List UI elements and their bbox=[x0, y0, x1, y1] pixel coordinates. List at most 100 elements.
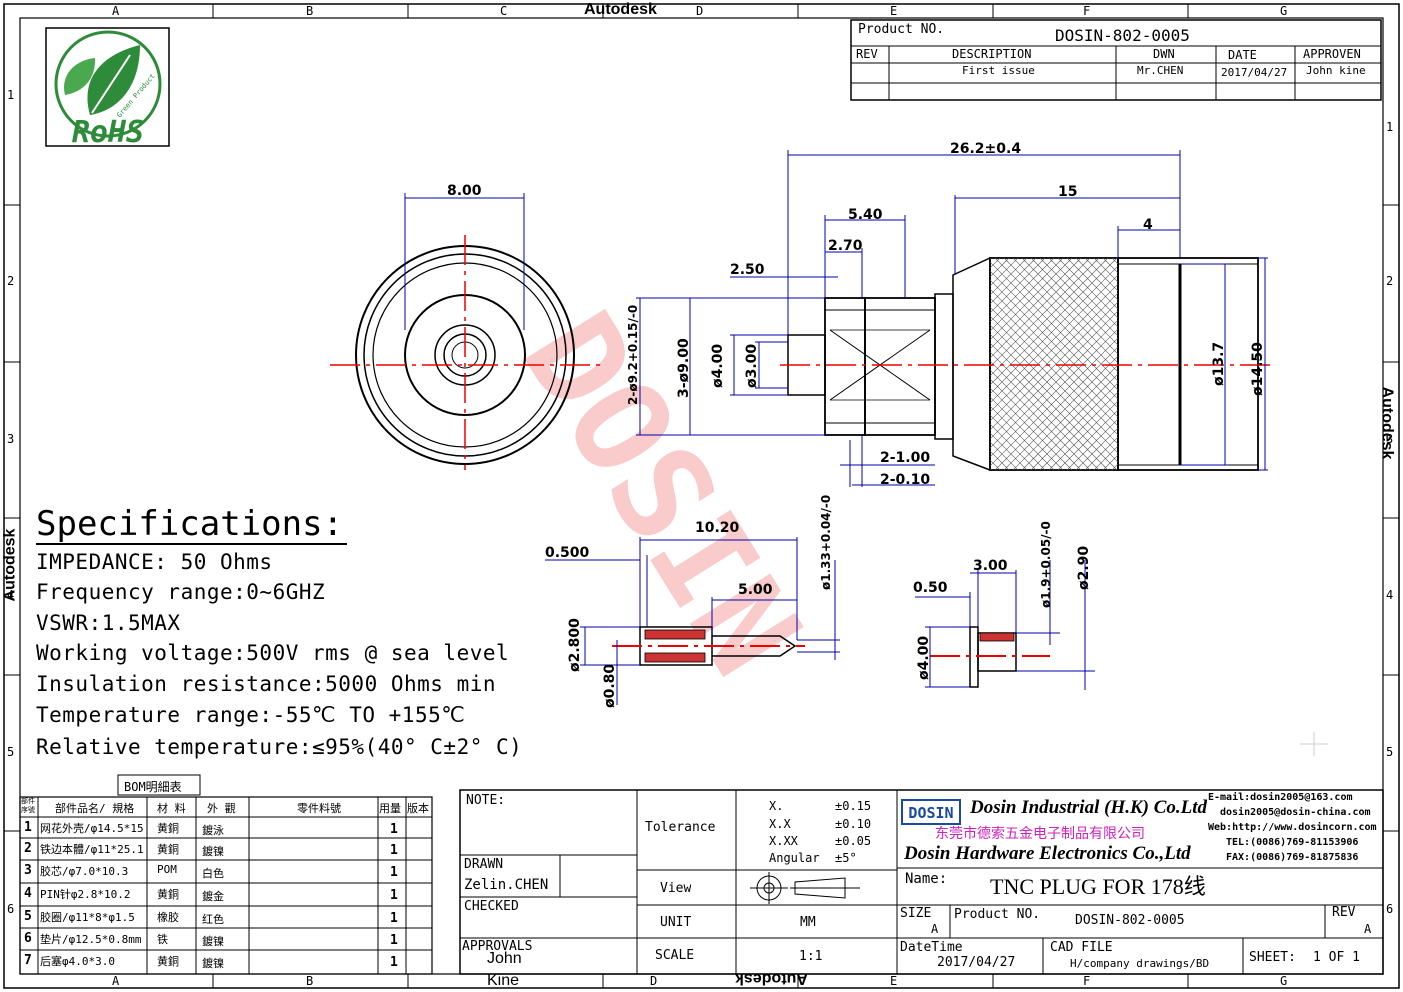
view-label: View bbox=[660, 881, 692, 896]
dim-phi4: ø4.00 bbox=[710, 344, 726, 388]
tolerance-value: ±5° bbox=[835, 851, 857, 865]
col-d-top: D bbox=[696, 4, 704, 18]
bushing-detail bbox=[930, 626, 1050, 688]
bom-row-finish: 鍍镍 bbox=[202, 845, 224, 858]
bom-header-qty: 用量 bbox=[379, 802, 401, 815]
row-1-left: 1 bbox=[7, 88, 15, 102]
side-dim-lines bbox=[636, 150, 1268, 487]
crosshair-mark bbox=[1300, 732, 1328, 756]
bom-row-finish: 红色 bbox=[202, 913, 224, 926]
col-b-bottom: B bbox=[306, 974, 314, 988]
approvals-label: APPROVALS bbox=[462, 939, 533, 954]
dim-2-010: 2-0.10 bbox=[880, 472, 930, 488]
bom-row-material: 橡胶 bbox=[157, 911, 179, 924]
dosin-logo-box bbox=[901, 799, 961, 825]
datetime-label: DateTime bbox=[900, 940, 963, 955]
company-email2: dosin2005@dosin-china.com bbox=[1220, 807, 1371, 818]
dim-15: 15 bbox=[1058, 184, 1077, 200]
pin-detail bbox=[612, 626, 805, 666]
bom-row-no: 7 bbox=[24, 953, 32, 968]
bom-row-finish: 鍍泳 bbox=[202, 824, 224, 837]
spec-line-humidity: Relative temperature:≤95%(40° C±2° C) bbox=[36, 735, 523, 759]
size-value: A bbox=[931, 922, 939, 936]
rohs-logo bbox=[45, 27, 170, 147]
top-date-header: DATE bbox=[1228, 48, 1257, 62]
autodesk-left: Autodesk bbox=[1, 528, 19, 602]
bom-row-qty: 1 bbox=[390, 822, 398, 837]
row-5-right: 5 bbox=[1386, 745, 1394, 759]
dim-overall-length: 26.2±0.4 bbox=[950, 141, 1021, 157]
bushing-dim-lines bbox=[915, 560, 1095, 690]
col-e-top: E bbox=[890, 4, 898, 18]
approvals-name-last: Kine bbox=[487, 972, 520, 989]
bom-row-material: 黄銅 bbox=[157, 955, 179, 968]
bom-row-no: 3 bbox=[24, 863, 32, 878]
bom-row-finish: 鍍镍 bbox=[202, 957, 224, 970]
dim-bush-300: 3.00 bbox=[973, 558, 1008, 574]
bom-row-material: POM bbox=[157, 863, 177, 876]
bom-row-name: 胶芯/φ7.0*10.3 bbox=[40, 865, 129, 878]
col-e-bottom: E bbox=[890, 974, 898, 988]
autodesk-bottom: Autodesk bbox=[735, 970, 808, 987]
bom-row-name: 网花外壳/φ14.5*15 bbox=[40, 822, 144, 835]
bom-row-name: 后塞φ4.0*3.0 bbox=[40, 955, 115, 968]
row-3-left: 3 bbox=[7, 432, 15, 446]
dim-pin-0500: 0.500 bbox=[545, 545, 590, 561]
autodesk-right: Autodesk bbox=[1378, 386, 1396, 460]
unit-value: MM bbox=[800, 915, 816, 930]
tolerance-key: Angular bbox=[769, 851, 820, 865]
bom-header-material: 材 料 bbox=[157, 802, 186, 815]
dim-phi3: ø3.00 bbox=[744, 344, 760, 388]
dim-bush-phi19: ø1.9+0.05/-0 bbox=[1039, 521, 1053, 608]
rev-label: REV bbox=[1332, 905, 1356, 920]
col-d-bottom: D bbox=[650, 974, 658, 988]
scale-value: 1:1 bbox=[799, 949, 823, 964]
sheet-value: 1 OF 1 bbox=[1313, 950, 1360, 965]
zone-ticks bbox=[4, 4, 1399, 988]
bom-row-qty: 1 bbox=[390, 955, 398, 970]
bom-row-no: 4 bbox=[24, 886, 32, 901]
tolerance-value: ±0.05 bbox=[835, 834, 872, 848]
dosin-logo: DOSIN bbox=[908, 804, 953, 822]
col-b-top: B bbox=[306, 4, 314, 18]
tolerance-key: X. bbox=[769, 799, 784, 813]
bom-row-material: 黄銅 bbox=[157, 843, 179, 856]
checked-label: CHECKED bbox=[464, 899, 519, 914]
row-6-right: 6 bbox=[1386, 902, 1394, 916]
company-fax: FAX:(0086)769-81875836 bbox=[1226, 852, 1359, 863]
knurl-pattern bbox=[990, 258, 1118, 470]
drawn-by: Zelin.CHEN bbox=[464, 877, 549, 893]
top-title-grid bbox=[850, 19, 1382, 101]
row-4-left: 4 bbox=[7, 588, 15, 602]
row-1-right: 1 bbox=[1386, 120, 1394, 134]
tolerance-value: ±0.10 bbox=[835, 817, 872, 831]
bom-row-qty: 1 bbox=[390, 933, 398, 948]
dim-phi1450: ø14.50 bbox=[1250, 342, 1266, 396]
dim-front-width: 8.00 bbox=[447, 183, 482, 199]
dim-pin-phi2800: ø2.800 bbox=[567, 618, 583, 672]
top-approven: John kine bbox=[1306, 64, 1366, 77]
front-view bbox=[330, 193, 600, 470]
dim-pin-phi080: ø0.80 bbox=[602, 664, 618, 708]
company-tel: TEL:(0086)769-81153906 bbox=[1226, 837, 1359, 848]
autodesk-top: Autodesk bbox=[584, 1, 657, 18]
side-view bbox=[787, 256, 1259, 472]
datetime-value: 2017/04/27 bbox=[937, 955, 1016, 970]
rev-value: A bbox=[1364, 922, 1372, 936]
top-product-no: DOSIN-802-0005 bbox=[1055, 26, 1190, 45]
spec-line-vswr: VSWR:1.5MAX bbox=[36, 611, 181, 635]
bom-row-name: 胶圈/φ11*8*φ1.5 bbox=[40, 911, 135, 924]
pin-dim-lines bbox=[545, 537, 840, 705]
dim-4: 4 bbox=[1143, 217, 1153, 233]
tolerance-label: Tolerance bbox=[645, 820, 716, 835]
spec-line-temperature: Temperature range:-55℃ TO +155℃ bbox=[36, 703, 466, 727]
title-block-grid bbox=[459, 789, 1384, 975]
size-label: SIZE bbox=[900, 906, 932, 921]
bom-row-finish: 鍍镍 bbox=[202, 935, 224, 948]
tolerance-key: X.X bbox=[769, 817, 791, 831]
dim-bush-050: 0.50 bbox=[913, 580, 948, 596]
col-f-bottom: F bbox=[1083, 974, 1091, 988]
row-2-right: 2 bbox=[1386, 274, 1394, 288]
drawn-label: DRAWN bbox=[464, 857, 504, 872]
bom-header-rev: 版本 bbox=[407, 802, 429, 815]
